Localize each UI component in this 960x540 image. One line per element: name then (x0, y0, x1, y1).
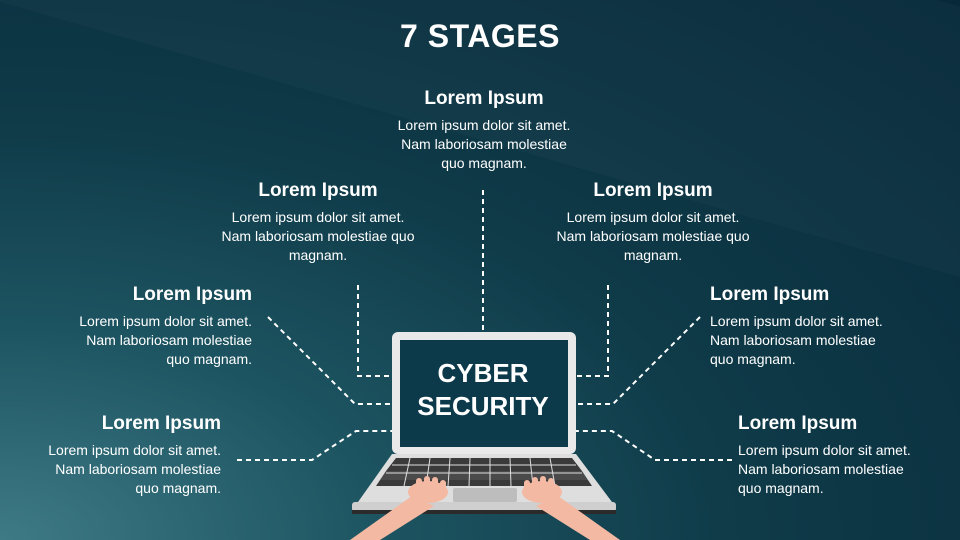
stage-heading: Lorem Ipsum (258, 180, 378, 201)
stage-heading: Lorem Ipsum (738, 413, 858, 434)
center-label-line1: CYBER (437, 358, 529, 388)
stage-heading: Lorem Ipsum (593, 180, 713, 201)
laptop-screen (400, 340, 568, 447)
stage-text: Lorem ipsum dolor sit amet. Nam laborios… (738, 442, 911, 496)
stage-text: Lorem ipsum dolor sit amet. Nam laborios… (79, 313, 252, 367)
left-arm (350, 496, 434, 540)
stage-text: Lorem ipsum dolor sit amet. Nam laborios… (710, 313, 883, 367)
touchpad (453, 488, 517, 502)
connector-middle-left (267, 316, 392, 405)
keyboard (376, 458, 592, 486)
left-hand (408, 476, 448, 503)
laptop-front-strip (352, 510, 616, 514)
stage-heading: Lorem Ipsum (710, 284, 830, 305)
stage-text: Lorem ipsum dolor sit amet. Nam laborios… (397, 117, 571, 171)
page-title: 7 STAGES (400, 18, 560, 54)
stage-lower-left: Lorem Ipsum Lorem ipsum dolor sit amet. … (21, 413, 221, 498)
center-label-line2: SECURITY (417, 391, 549, 421)
stage-middle-left: Lorem Ipsum Lorem ipsum dolor sit amet. … (52, 284, 252, 369)
stage-top: Lorem Ipsum Lorem ipsum dolor sit amet. … (369, 88, 599, 173)
stage-middle-right: Lorem Ipsum Lorem ipsum dolor sit amet. … (710, 284, 910, 369)
stage-lower-right: Lorem Ipsum Lorem ipsum dolor sit amet. … (738, 413, 938, 498)
right-arm (536, 496, 620, 540)
stage-text: Lorem ipsum dolor sit amet. Nam laborios… (556, 209, 750, 263)
keyboard-key-grid (386, 457, 582, 487)
stage-upper-right: Lorem Ipsum Lorem ipsum dolor sit amet. … (538, 180, 768, 265)
connector-upper-left (357, 285, 392, 377)
center-label: CYBER SECURITY (400, 357, 566, 423)
stage-heading: Lorem Ipsum (424, 88, 544, 109)
right-hand (522, 476, 562, 503)
connector-lower-right (576, 430, 732, 461)
connector-upper-right (574, 285, 609, 377)
stage-text: Lorem ipsum dolor sit amet. Nam laborios… (48, 442, 221, 496)
connector-lower-left (237, 430, 392, 461)
stage-heading: Lorem Ipsum (101, 413, 221, 434)
stage-text: Lorem ipsum dolor sit amet. Nam laborios… (221, 209, 415, 263)
laptop-illustration (350, 332, 620, 540)
connector-middle-right (576, 316, 701, 405)
stage-heading: Lorem Ipsum (132, 284, 252, 305)
stage-upper-left: Lorem Ipsum Lorem ipsum dolor sit amet. … (203, 180, 433, 265)
